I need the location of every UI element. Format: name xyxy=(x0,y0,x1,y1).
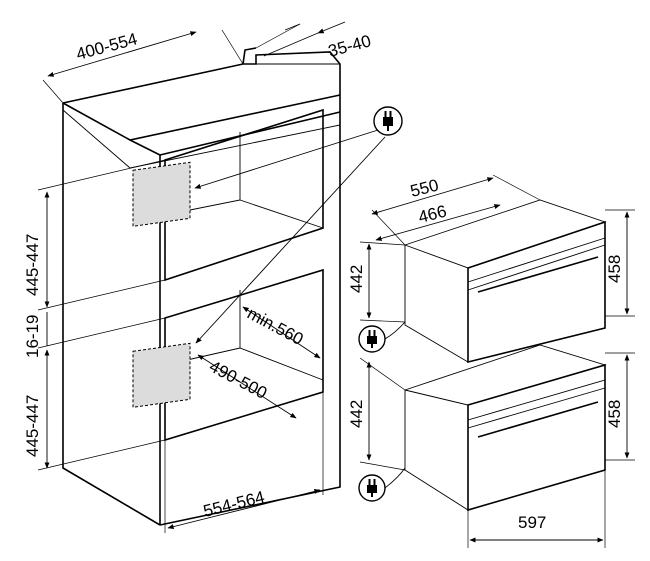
socket-area-upper xyxy=(132,161,191,227)
label-min560: min.560 xyxy=(244,304,306,349)
label-upper-442: 442 xyxy=(347,265,366,293)
label-554-564: 554-564 xyxy=(201,487,266,521)
cabinet xyxy=(62,47,341,526)
label-490-500: 490-500 xyxy=(206,357,270,403)
label-lower-458: 458 xyxy=(605,400,624,428)
label-466: 466 xyxy=(416,202,448,227)
dim-490-500: 490-500 xyxy=(197,354,297,419)
dim-554-564: 554-564 xyxy=(164,392,324,533)
power-plug-icon xyxy=(358,474,386,502)
label-550: 550 xyxy=(408,176,440,201)
dim-597: 597 xyxy=(467,470,606,548)
socket-area-lower xyxy=(132,342,191,408)
label-upper-height: 445-447 xyxy=(23,234,42,296)
label-lower-442: 442 xyxy=(347,400,366,428)
plug-pointer-upper xyxy=(194,129,379,189)
label-597: 597 xyxy=(518,513,546,532)
label-35-40: 35-40 xyxy=(326,31,373,61)
dim-lower-442: 442 xyxy=(347,357,406,471)
plug-pointer-lower xyxy=(195,136,386,344)
dim-550: 550 xyxy=(371,174,541,246)
dim-min560: min.560 xyxy=(242,304,321,359)
dim-lower-458: 458 xyxy=(605,352,635,461)
label-lower-height: 445-447 xyxy=(23,395,42,457)
power-plug-icon xyxy=(358,325,386,353)
dim-400-554: 400-554 xyxy=(42,29,244,104)
dim-upper-458: 458 xyxy=(605,209,635,317)
label-gap-height: 16-19 xyxy=(23,315,42,358)
lower-oven xyxy=(384,344,607,512)
upper-oven xyxy=(384,199,607,364)
dim-left-verticals: 445-447 16-19 445-447 xyxy=(23,159,166,471)
power-plug-icon xyxy=(373,106,403,136)
dim-upper-442: 442 xyxy=(347,241,406,323)
label-upper-458: 458 xyxy=(605,255,624,283)
